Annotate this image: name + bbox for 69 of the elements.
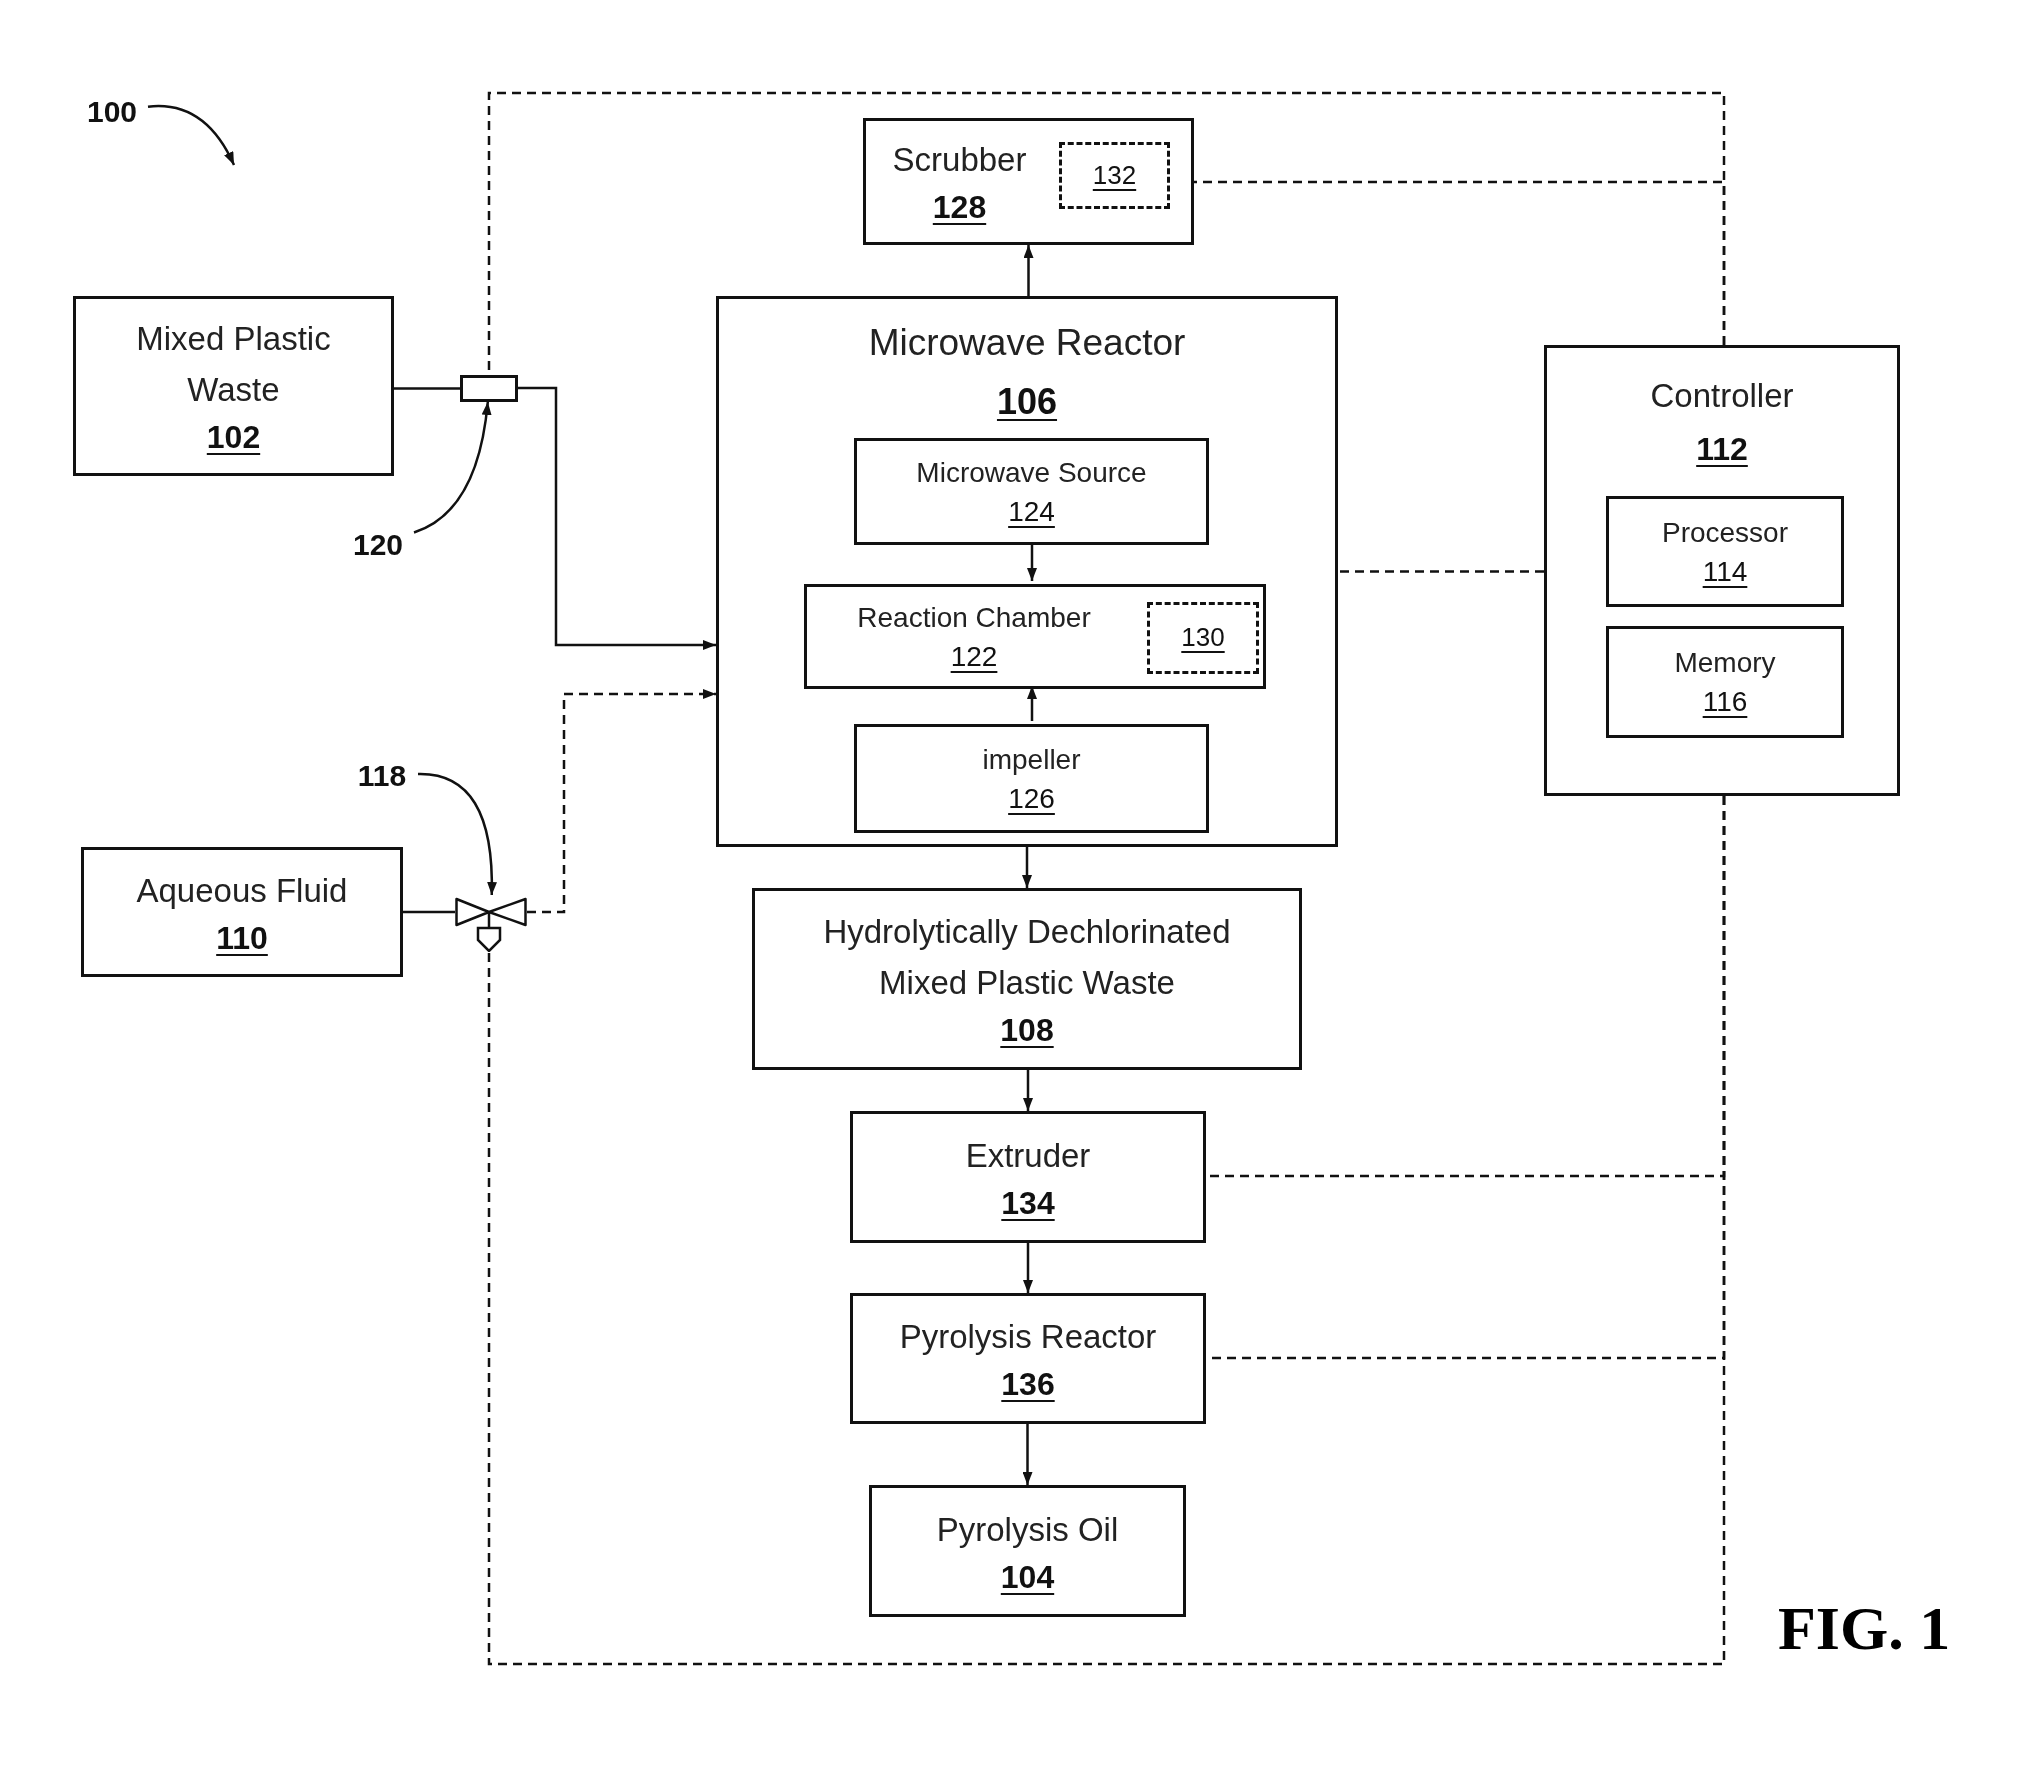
arrow bbox=[1023, 1070, 1033, 1111]
arrow bbox=[518, 386, 716, 650]
process-box bbox=[804, 584, 1266, 689]
process-box bbox=[854, 724, 1209, 833]
dashed-region bbox=[1147, 602, 1259, 674]
box-label: impeller bbox=[982, 742, 1081, 777]
process-box bbox=[850, 1111, 1206, 1243]
reference-numeral: 136 bbox=[1001, 1365, 1055, 1405]
box-label: Aqueous Fluid bbox=[136, 870, 348, 911]
dashed-region bbox=[1059, 142, 1170, 209]
box-label: Extruder bbox=[965, 1135, 1091, 1176]
arrow bbox=[1027, 542, 1037, 581]
arrow bbox=[1023, 245, 1034, 296]
arrow bbox=[1022, 847, 1032, 888]
arrow bbox=[1022, 1424, 1033, 1485]
process-box bbox=[869, 1485, 1186, 1617]
box-label: Microwave Source bbox=[916, 455, 1147, 490]
reference-numeral: 104 bbox=[1000, 1557, 1055, 1597]
reference-numeral: 132 bbox=[1092, 158, 1137, 192]
leader-line bbox=[417, 772, 497, 895]
arrow bbox=[1027, 686, 1037, 721]
reference-numeral: 106 bbox=[996, 380, 1058, 425]
reference-numeral: 120 bbox=[342, 525, 414, 563]
box-label: Processor bbox=[1661, 515, 1788, 550]
leader-line bbox=[413, 401, 492, 534]
valve-symbol bbox=[455, 895, 527, 952]
box-label: Hydrolytically Dechlorinated Mixed Plastic Waste bbox=[822, 912, 1232, 1004]
reference-numeral: 110 bbox=[216, 918, 268, 958]
figure-caption: FIG. 1 bbox=[1778, 1597, 1951, 1659]
connector-line bbox=[394, 387, 460, 390]
reference-numeral: 100 bbox=[76, 92, 148, 130]
connector-line bbox=[1338, 570, 1544, 573]
reference-numeral: 124 bbox=[1008, 494, 1055, 529]
process-box bbox=[863, 118, 1194, 245]
reference-numeral: 118 bbox=[346, 756, 418, 794]
process-box bbox=[81, 847, 403, 977]
box-label: Scrubber bbox=[892, 140, 1027, 181]
reference-numeral: 130 bbox=[1181, 621, 1225, 655]
reference-numeral: 102 bbox=[206, 418, 261, 458]
reference-numeral: 114 bbox=[1702, 554, 1748, 589]
arrow bbox=[1023, 1243, 1033, 1293]
connector-line bbox=[403, 910, 455, 914]
arrow bbox=[527, 689, 716, 914]
reference-numeral: 116 bbox=[1702, 685, 1748, 720]
box-label: Reaction Chamber bbox=[857, 600, 1091, 635]
box-label: Pyrolysis Reactor bbox=[899, 1317, 1157, 1358]
reference-numeral: 126 bbox=[1008, 781, 1055, 816]
process-box bbox=[752, 888, 1302, 1070]
sensor-symbol bbox=[460, 375, 518, 402]
reference-numeral: 134 bbox=[1001, 1183, 1055, 1223]
box-label: Pyrolysis Oil bbox=[936, 1509, 1119, 1550]
reference-numeral: 122 bbox=[950, 639, 998, 674]
reference-numeral: 128 bbox=[932, 188, 987, 228]
reference-numeral: 112 bbox=[1696, 430, 1748, 470]
connector-line bbox=[487, 796, 1726, 1666]
box-label: Mixed Plastic Waste bbox=[135, 319, 332, 411]
process-box bbox=[73, 296, 394, 476]
process-box bbox=[850, 1293, 1206, 1424]
connector-line bbox=[1194, 180, 1726, 345]
process-box bbox=[854, 438, 1209, 545]
process-box bbox=[716, 296, 1338, 847]
box-label: Controller bbox=[1650, 376, 1794, 416]
box-label: Memory bbox=[1674, 646, 1776, 681]
reference-numeral: 108 bbox=[1000, 1011, 1054, 1051]
process-box bbox=[1606, 626, 1844, 738]
process-box bbox=[1544, 345, 1900, 796]
leader-line bbox=[147, 104, 236, 166]
box-label: Microwave Reactor bbox=[868, 321, 1186, 365]
process-box bbox=[1606, 496, 1844, 607]
